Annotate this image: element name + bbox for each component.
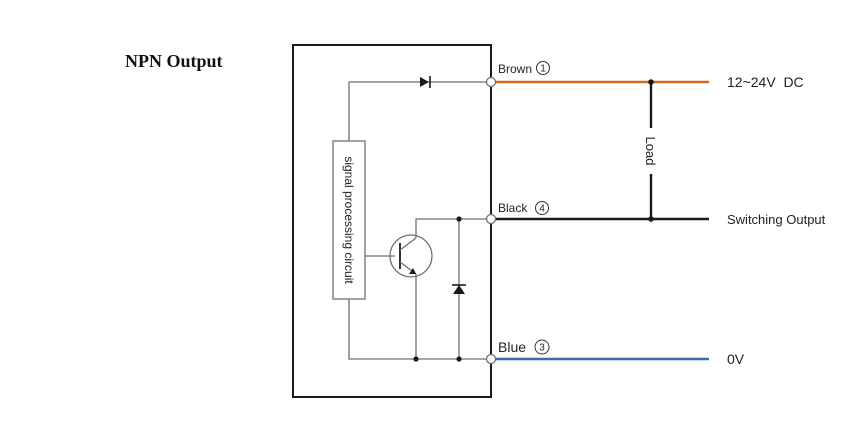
supply-internal-wire	[348, 81, 486, 141]
svg-text:1: 1	[540, 64, 546, 75]
load-branch: Load	[643, 79, 658, 222]
ground-label: 0V	[727, 351, 745, 367]
signal-processing-label: signal processing circuit	[342, 156, 356, 284]
blue-label: Blue	[498, 339, 526, 355]
load-junction-dot	[648, 216, 654, 222]
surge-protection-diode	[452, 284, 466, 294]
reverse-protection-diode	[420, 76, 431, 88]
npn-transistor	[389, 234, 433, 278]
svg-text:4: 4	[539, 204, 545, 215]
internal-circuit: signal processing circuit	[332, 76, 486, 362]
black-label: Black	[498, 201, 528, 215]
supply-voltage-label: 12~24V DC	[727, 74, 804, 90]
brown-label: Brown	[498, 62, 532, 76]
black-terminal	[485, 213, 497, 225]
black-pin-badge: 4	[535, 201, 549, 215]
svg-text:3: 3	[539, 343, 545, 354]
brown-terminal	[485, 76, 497, 88]
diagram-title: NPN Output	[125, 51, 223, 71]
blue-pin-badge: 3	[534, 339, 550, 355]
brown-pin-badge: 1	[536, 61, 550, 75]
load-label: Load	[643, 137, 658, 166]
junction-dot	[413, 356, 419, 362]
junction-dot	[456, 216, 462, 222]
junction-dot	[456, 356, 462, 362]
ground-internal-wire	[348, 299, 486, 360]
collector-wire	[415, 218, 486, 238]
sensor-housing	[292, 44, 492, 398]
blue-terminal	[485, 353, 497, 365]
switching-output-label: Switching Output	[727, 212, 826, 227]
load-junction-dot	[648, 79, 654, 85]
